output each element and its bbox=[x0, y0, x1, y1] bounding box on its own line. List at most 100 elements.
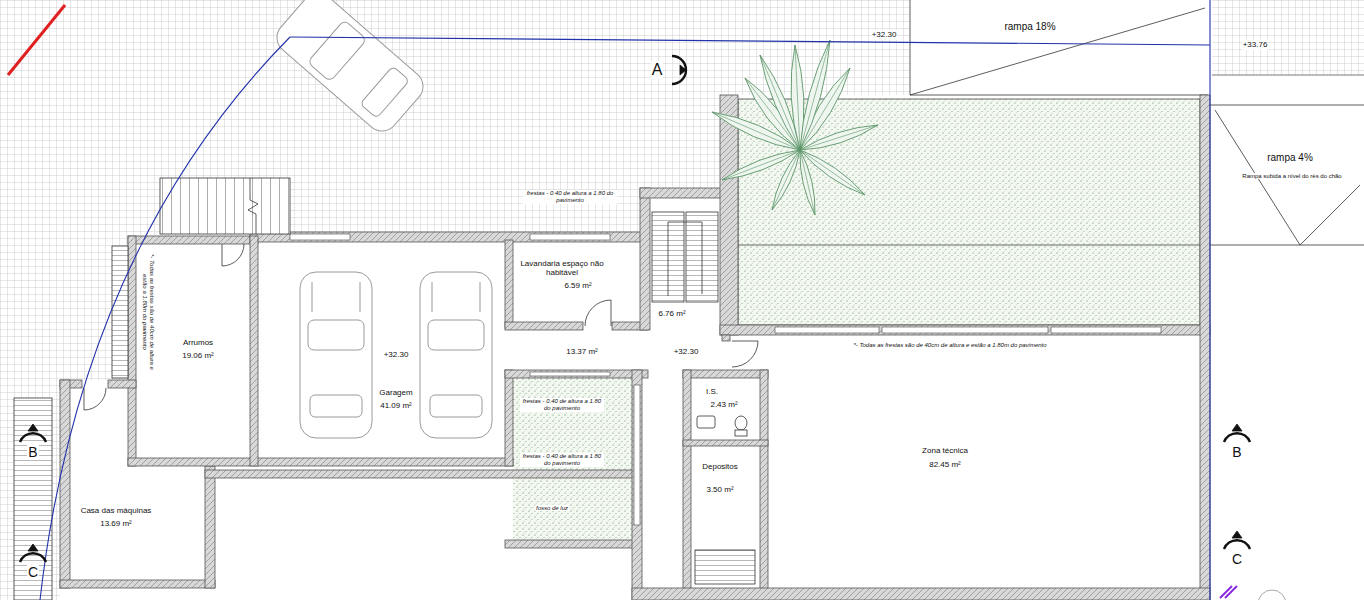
wall bbox=[505, 540, 640, 548]
section-letter: C bbox=[27, 564, 39, 580]
window-note: *- Todas as frestas são de 40cm de altur… bbox=[141, 246, 155, 378]
room-label: 13.69 m² bbox=[99, 519, 133, 528]
window bbox=[775, 327, 879, 333]
room-area: frestas - 0.40 de altura a 1.80 do pavim… bbox=[513, 378, 632, 540]
toilet bbox=[735, 416, 747, 430]
sink bbox=[697, 416, 715, 428]
room-label: 82.45 m² bbox=[928, 460, 962, 469]
cars bbox=[270, 0, 492, 438]
fixtures bbox=[697, 416, 747, 436]
stair bbox=[695, 550, 755, 584]
paving-grid bbox=[1212, 0, 1364, 75]
car bbox=[428, 320, 484, 350]
room-label: 2.43 m² bbox=[709, 400, 738, 409]
room-area: I.S.2.43 m² bbox=[691, 378, 760, 440]
ramp-lines bbox=[910, 0, 1364, 245]
window bbox=[290, 234, 350, 240]
north-mark bbox=[1220, 586, 1237, 598]
walls bbox=[60, 95, 1210, 600]
room-area: 13.37 m² +32.30 bbox=[513, 330, 722, 370]
windows bbox=[290, 234, 1161, 525]
car bbox=[270, 0, 429, 138]
room-label: 6.59 m² bbox=[563, 281, 592, 290]
edge-line bbox=[1212, 75, 1364, 76]
car bbox=[312, 282, 360, 312]
car bbox=[270, 0, 429, 138]
section-markers bbox=[20, 56, 1250, 562]
boundary-line bbox=[290, 0, 1210, 600]
car bbox=[420, 272, 492, 438]
room-label: Zona técnica bbox=[921, 446, 969, 455]
ramp-note: Rampa subida a nível do rés do chão bbox=[1241, 173, 1342, 180]
wall bbox=[60, 380, 70, 588]
wall bbox=[128, 458, 513, 466]
tree-symbol bbox=[712, 40, 878, 215]
wall bbox=[683, 370, 768, 378]
wall bbox=[632, 588, 1210, 600]
window-note: frestas - 0.40 de altura a 1.80 do pavim… bbox=[523, 190, 617, 204]
ramp-arrow bbox=[1215, 110, 1360, 245]
wall bbox=[108, 380, 136, 388]
wall bbox=[683, 370, 691, 590]
section-letter: B bbox=[27, 444, 38, 460]
section-arc bbox=[1224, 540, 1250, 549]
room-label: 19.06 m² bbox=[181, 351, 215, 360]
car bbox=[307, 20, 366, 82]
wall bbox=[760, 370, 768, 590]
car bbox=[430, 395, 482, 417]
wall bbox=[250, 236, 258, 466]
leaf-rib bbox=[712, 40, 878, 215]
wall bbox=[505, 322, 583, 330]
room-area: Lavandaria espaço não habitável 6.59 m² bbox=[513, 243, 640, 322]
ramp-label: rampa 18% bbox=[1003, 21, 1056, 33]
level-mark: +33.76 bbox=[1242, 40, 1269, 49]
room-label: +32.30 bbox=[383, 350, 410, 359]
car bbox=[432, 282, 480, 312]
room-label: frestas - 0.40 de altura a 1.80 do pavim… bbox=[520, 453, 604, 467]
section-letter: C bbox=[1231, 551, 1243, 567]
wall bbox=[128, 236, 258, 244]
wall bbox=[505, 370, 513, 466]
stair bbox=[160, 178, 290, 234]
stairs bbox=[14, 178, 755, 600]
wall bbox=[640, 188, 728, 198]
door-swing bbox=[732, 341, 758, 367]
section-arc bbox=[20, 433, 46, 442]
room-label: Lavandaria espaço não habitável bbox=[515, 259, 609, 277]
room-area: Zona técnica 82.45 m² bbox=[770, 335, 1200, 588]
property-lines bbox=[8, 0, 1210, 600]
level-mark: +32.30 bbox=[871, 30, 898, 39]
room-label: frestas - 0.40 de altura a 1.80 do pavim… bbox=[520, 398, 604, 412]
wall bbox=[720, 95, 738, 335]
window bbox=[1051, 327, 1161, 333]
north-circle bbox=[1258, 590, 1286, 600]
wall bbox=[683, 440, 768, 446]
light-well bbox=[513, 378, 632, 540]
room-label: 3.50 m² bbox=[705, 485, 734, 494]
room-area: Casa das máquinas13.69 m² bbox=[70, 388, 205, 580]
car bbox=[308, 320, 364, 350]
wall bbox=[720, 325, 1210, 335]
room-label: fosso de luz bbox=[535, 505, 569, 512]
door-swing bbox=[585, 300, 611, 326]
wall bbox=[60, 580, 215, 588]
section-letter: A bbox=[651, 61, 664, 79]
section-letter: B bbox=[1231, 444, 1242, 460]
section-arc bbox=[1224, 433, 1250, 442]
room-label: 41.09 m² bbox=[379, 401, 413, 410]
ramp-label: rampa 4% bbox=[1266, 152, 1314, 164]
car bbox=[310, 395, 362, 417]
boundary-line bbox=[40, 37, 290, 600]
wall bbox=[205, 470, 640, 478]
room-label: Arrumos bbox=[182, 338, 214, 347]
room-area: 6.76 m² bbox=[650, 198, 720, 322]
stair bbox=[112, 246, 128, 378]
wall bbox=[505, 240, 513, 328]
ramp-arrow bbox=[910, 8, 1205, 95]
room-label: 13.37 m² bbox=[565, 347, 599, 356]
room-label: +32.30 bbox=[673, 347, 700, 356]
toilet bbox=[735, 430, 747, 436]
ramp-edge bbox=[1210, 105, 1364, 245]
